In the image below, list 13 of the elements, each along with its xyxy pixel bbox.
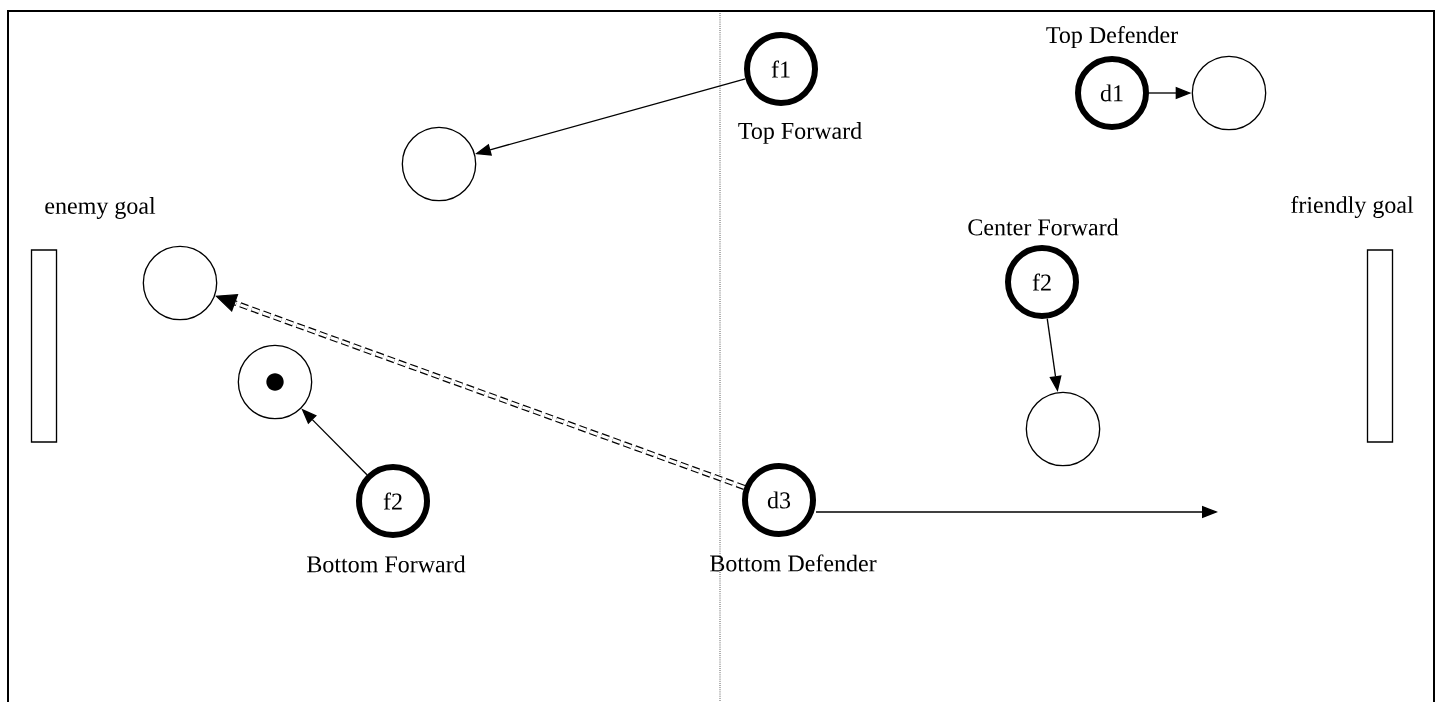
goal-label: friendly goal — [1291, 195, 1414, 219]
player-label: Center Forward — [968, 218, 1119, 236]
goal-label: enemy goal — [45, 197, 156, 219]
ball-circle — [237, 344, 313, 420]
player-label: Bottom Forward — [307, 555, 466, 573]
target-circle — [142, 245, 218, 321]
arrow — [215, 294, 746, 490]
player-label: Bottom Defender — [710, 554, 877, 572]
player-label: Top Defender — [1046, 26, 1178, 48]
target-circle — [1025, 391, 1101, 467]
player-label: Top Forward — [738, 122, 862, 144]
target-circle — [401, 126, 477, 202]
target-circle — [1191, 55, 1267, 131]
